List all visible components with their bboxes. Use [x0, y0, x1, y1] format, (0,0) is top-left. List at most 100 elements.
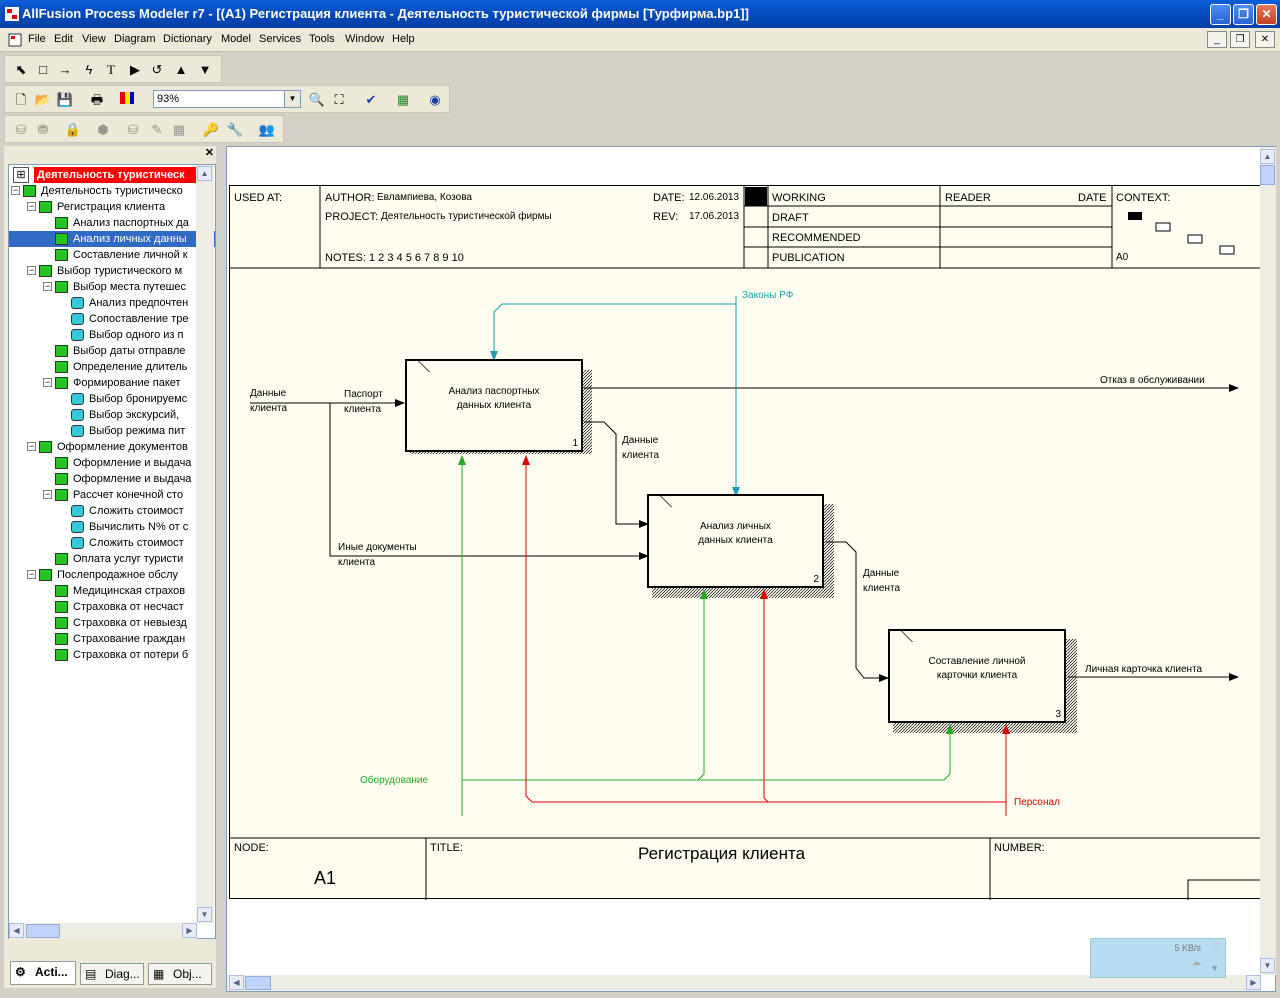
- tree-item[interactable]: Выбор одного из п: [59, 327, 207, 343]
- close-button[interactable]: ✕: [1256, 4, 1277, 25]
- tree-item[interactable]: Страхование граждан: [43, 631, 207, 647]
- menu-dictionary[interactable]: Dictionary: [163, 33, 212, 45]
- arrow-label-staff[interactable]: Персонал: [1014, 797, 1060, 808]
- scroll-up-icon[interactable]: ▲: [197, 166, 212, 181]
- mart-connect-icon[interactable]: ⛁: [15, 122, 27, 137]
- menu-window[interactable]: Window: [345, 33, 385, 45]
- menu-services[interactable]: Services: [259, 33, 302, 45]
- report-icon[interactable]: ◉: [429, 92, 441, 107]
- scroll-left-icon[interactable]: ◀: [9, 923, 24, 938]
- scroll-down-icon[interactable]: ▼: [1260, 958, 1275, 973]
- collapse-icon[interactable]: −: [27, 569, 36, 579]
- scroll-up-icon[interactable]: ▲: [1260, 149, 1275, 164]
- scroll-right-icon[interactable]: ▶: [182, 923, 197, 938]
- mart-edit-icon[interactable]: ✎: [151, 122, 163, 137]
- tree-item[interactable]: −Оформление документов: [27, 439, 207, 455]
- scroll-thumb[interactable]: [26, 924, 60, 938]
- tree-item[interactable]: Сопоставление тре: [59, 311, 207, 327]
- scroll-right-icon[interactable]: ▶: [1246, 975, 1261, 990]
- tree-item[interactable]: Оплата услуг туристи: [43, 551, 207, 567]
- lock-icon[interactable]: 🔒: [64, 122, 82, 137]
- collapse-icon[interactable]: −: [27, 441, 36, 451]
- zoom-select[interactable]: 93%▼: [153, 90, 301, 108]
- tree-item[interactable]: Определение длитель: [43, 359, 207, 375]
- canvas-vertical-scrollbar[interactable]: ▲ ▼: [1260, 147, 1276, 975]
- cube-icon[interactable]: ⬢: [97, 122, 109, 137]
- print-icon[interactable]: 🖶: [90, 92, 104, 107]
- tree-item[interactable]: Оформление и выдача: [43, 471, 207, 487]
- menu-edit[interactable]: Edit: [54, 33, 73, 45]
- tree-item[interactable]: −Послепродажное обслу: [27, 567, 207, 583]
- save-icon[interactable]: 💾: [56, 92, 74, 107]
- menu-file[interactable]: File: [28, 33, 46, 45]
- tab-objects[interactable]: ▦Obj...: [148, 963, 212, 985]
- mdi-close-button[interactable]: ✕: [1255, 31, 1275, 48]
- tree-item[interactable]: Сложить стоимост: [59, 503, 207, 519]
- model-explorer-icon[interactable]: ▦: [396, 92, 410, 107]
- tree-vertical-scrollbar[interactable]: ▲ ▼: [196, 165, 214, 923]
- tree-item[interactable]: Страховка от потери б: [43, 647, 207, 663]
- activity-box-1[interactable]: Анализ паспортных данных клиента 1: [405, 359, 583, 452]
- go-down-icon[interactable]: ▼: [198, 62, 212, 77]
- tree-item[interactable]: −Выбор места путешес: [43, 279, 207, 295]
- tree-item[interactable]: Медицинская страхов: [43, 583, 207, 599]
- tree-item[interactable]: Вычислить N% от с: [59, 519, 207, 535]
- canvas-horizontal-scrollbar[interactable]: ◀ ▶: [227, 975, 1261, 991]
- close-icon[interactable]: ✕: [204, 147, 214, 159]
- tree-item[interactable]: Выбор бронируемс: [59, 391, 207, 407]
- spell-check-icon[interactable]: ✔: [365, 92, 377, 107]
- mdi-minimize-button[interactable]: _: [1207, 31, 1227, 48]
- tree-item[interactable]: Оформление и выдача: [43, 455, 207, 471]
- activity-box-2[interactable]: Анализ личных данных клиента 2: [647, 494, 824, 588]
- arrow-label-passport[interactable]: Паспорт клиента: [344, 389, 383, 415]
- tree-item[interactable]: Страховка от невыезд: [43, 615, 207, 631]
- tree-item[interactable]: Сложить стоимост: [59, 535, 207, 551]
- collapse-icon[interactable]: −: [27, 265, 36, 275]
- tree-item[interactable]: −Регистрация клиента: [27, 199, 207, 215]
- menu-tools[interactable]: Tools: [309, 33, 335, 45]
- collapse-icon[interactable]: −: [43, 377, 52, 387]
- new-file-icon[interactable]: 🗋: [15, 92, 27, 107]
- tree-item[interactable]: Анализ личных данны: [9, 231, 215, 247]
- tab-diagrams[interactable]: ▤Diag...: [80, 963, 144, 985]
- go-up-icon[interactable]: ▲: [174, 62, 188, 77]
- tree-item[interactable]: Анализ предпочтен: [59, 295, 207, 311]
- tab-activities[interactable]: ⚙Acti...: [10, 961, 76, 985]
- open-folder-icon[interactable]: 📂: [34, 92, 52, 107]
- chevron-down-icon[interactable]: ▼: [284, 91, 300, 107]
- tree-item[interactable]: −Деятельность туристическо: [11, 183, 207, 199]
- mart-disconnect-icon[interactable]: ⛃: [37, 122, 49, 137]
- document-icon[interactable]: [8, 33, 24, 47]
- box-tool-icon[interactable]: □: [39, 62, 47, 77]
- arrow-label-data-2[interactable]: Данные клиента: [863, 568, 901, 594]
- zoom-in-icon[interactable]: 🔍: [308, 92, 326, 107]
- chevron-down-icon[interactable]: ▼: [1210, 963, 1219, 973]
- activity-box-3[interactable]: Составление личной карточки клиента 3: [888, 629, 1066, 723]
- pointer-tool-icon[interactable]: ⬉: [15, 62, 27, 77]
- collapse-icon[interactable]: −: [43, 489, 52, 499]
- tree-item[interactable]: Страховка от несчаст: [43, 599, 207, 615]
- tree-item[interactable]: Составление личной к: [43, 247, 207, 263]
- menu-help[interactable]: Help: [392, 33, 415, 45]
- collapse-icon[interactable]: −: [43, 281, 52, 291]
- tree-item[interactable]: Анализ паспортных да: [43, 215, 207, 231]
- minimize-button[interactable]: _: [1210, 4, 1231, 25]
- users-icon[interactable]: 👥: [258, 122, 276, 137]
- maximize-button[interactable]: ❐: [1233, 4, 1254, 25]
- arrow-label-other-docs[interactable]: Иные документы клиента: [338, 542, 417, 568]
- tree-item[interactable]: −Рассчет конечной сто: [43, 487, 207, 503]
- arrow-label-card[interactable]: Личная карточка клиента: [1085, 664, 1203, 675]
- tree-horizontal-scrollbar[interactable]: ◀ ▶: [9, 923, 197, 939]
- undo-tool-icon[interactable]: ↺: [151, 62, 163, 77]
- arrow-tool-icon[interactable]: →: [58, 62, 72, 77]
- scroll-thumb[interactable]: [1260, 165, 1275, 185]
- arrow-label-data-1[interactable]: Данные клиента: [622, 435, 660, 461]
- zoom-fit-icon[interactable]: ⛶: [334, 92, 344, 107]
- text-tool-icon[interactable]: T: [107, 62, 115, 77]
- next-tool-icon[interactable]: ▶: [130, 62, 140, 77]
- collapse-icon[interactable]: −: [27, 201, 36, 211]
- arrow-label-laws[interactable]: Законы РФ: [742, 290, 794, 301]
- collapse-icon[interactable]: −: [11, 185, 20, 195]
- scroll-thumb[interactable]: [245, 976, 271, 990]
- scroll-left-icon[interactable]: ◀: [229, 975, 244, 990]
